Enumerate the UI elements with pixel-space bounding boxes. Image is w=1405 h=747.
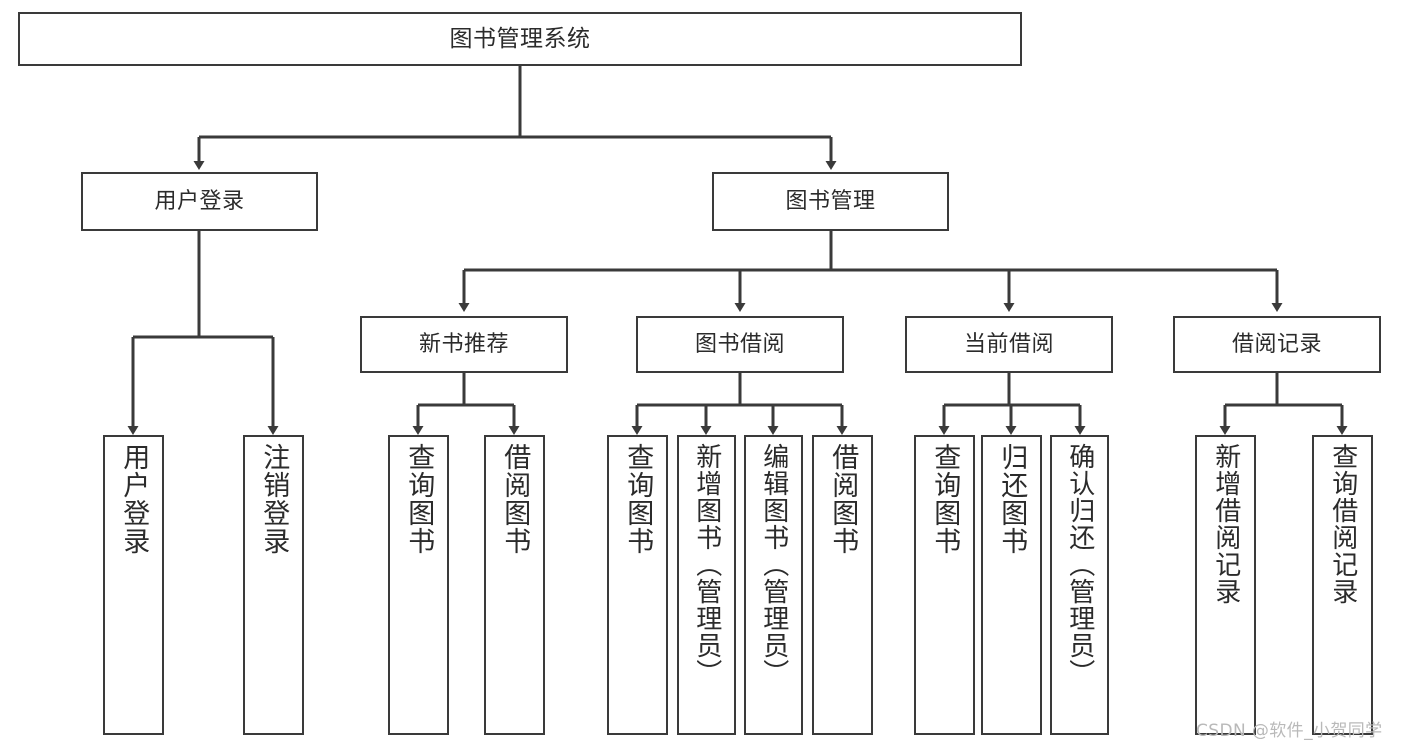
node-leaf-query-record[interactable]: 查询借阅记录 — [1312, 435, 1373, 735]
node-root[interactable]: 图书管理系统 — [18, 12, 1022, 66]
node-leaf-add-record-label: 新增借阅记录 — [1210, 443, 1241, 605]
node-leaf-query-book-1-label: 查询图书 — [403, 443, 435, 555]
node-leaf-logout[interactable]: 注销登录 — [243, 435, 304, 735]
node-leaf-confirm-return-label: 确认归还（管理员） — [1064, 443, 1095, 686]
node-root-label: 图书管理系统 — [449, 25, 591, 52]
node-book-borrow-label: 图书借阅 — [694, 331, 785, 357]
node-borrow-record[interactable]: 借阅记录 — [1173, 316, 1381, 373]
node-borrow-record-label: 借阅记录 — [1231, 331, 1322, 357]
node-leaf-borrow-book-2[interactable]: 借阅图书 — [812, 435, 873, 735]
node-current-borrow-label: 当前借阅 — [963, 331, 1054, 357]
node-leaf-query-book-1[interactable]: 查询图书 — [388, 435, 449, 735]
node-leaf-add-record[interactable]: 新增借阅记录 — [1195, 435, 1256, 735]
node-leaf-query-book-2-label: 查询图书 — [622, 443, 654, 555]
node-leaf-add-book-label: 新增图书（管理员） — [691, 443, 722, 686]
node-new-book-recommend-label: 新书推荐 — [418, 331, 509, 357]
node-leaf-return-book-label: 归还图书 — [996, 443, 1028, 555]
node-user-login-label: 用户登录 — [154, 188, 245, 214]
node-book-manage[interactable]: 图书管理 — [712, 172, 949, 231]
node-leaf-query-record-label: 查询借阅记录 — [1327, 443, 1358, 605]
node-leaf-edit-book[interactable]: 编辑图书（管理员） — [744, 435, 803, 735]
node-user-login[interactable]: 用户登录 — [81, 172, 318, 231]
node-leaf-borrow-book-1-label: 借阅图书 — [499, 443, 531, 555]
node-leaf-logout-label: 注销登录 — [258, 443, 290, 555]
node-leaf-add-book[interactable]: 新增图书（管理员） — [677, 435, 736, 735]
node-book-manage-label: 图书管理 — [785, 188, 876, 214]
node-leaf-confirm-return[interactable]: 确认归还（管理员） — [1050, 435, 1109, 735]
node-leaf-borrow-book-1[interactable]: 借阅图书 — [484, 435, 545, 735]
node-leaf-user-login[interactable]: 用户登录 — [103, 435, 164, 735]
node-leaf-return-book[interactable]: 归还图书 — [981, 435, 1042, 735]
node-new-book-recommend[interactable]: 新书推荐 — [360, 316, 568, 373]
node-leaf-borrow-book-2-label: 借阅图书 — [827, 443, 859, 555]
watermark-text: CSDN @软件_小贺同学 — [1196, 721, 1383, 741]
node-leaf-query-book-3[interactable]: 查询图书 — [914, 435, 975, 735]
node-leaf-query-book-3-label: 查询图书 — [929, 443, 961, 555]
node-leaf-edit-book-label: 编辑图书（管理员） — [758, 443, 789, 686]
node-current-borrow[interactable]: 当前借阅 — [905, 316, 1113, 373]
node-book-borrow[interactable]: 图书借阅 — [636, 316, 844, 373]
node-leaf-query-book-2[interactable]: 查询图书 — [607, 435, 668, 735]
node-leaf-user-login-label: 用户登录 — [118, 443, 150, 555]
